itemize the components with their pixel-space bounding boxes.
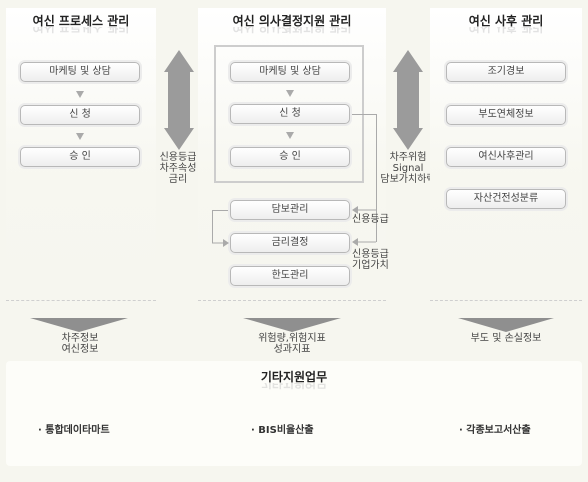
after-panel: 여신 사후 관리 여신 사후 관리 조기경보 부도연체정보 여신사후관리 자산건… bbox=[430, 8, 582, 291]
support-item-label: 각종보고서산출 bbox=[466, 425, 531, 436]
arrow-left-icon bbox=[352, 238, 376, 246]
side-label-credit-grade: 신용등급 bbox=[352, 214, 389, 225]
process-panel: 여신 프로세스 관리 여신 프로세스 관리 마케팅 및 상담 신 청 승 인 bbox=[6, 8, 156, 291]
decision-box-marketing[interactable]: 마케팅 및 상담 bbox=[230, 62, 350, 82]
bullet-icon: · bbox=[38, 425, 46, 436]
arrow-left-icon bbox=[352, 206, 376, 214]
process-box-marketing[interactable]: 마케팅 및 상담 bbox=[20, 62, 140, 82]
after-panel-title: 여신 사후 관리 bbox=[468, 14, 544, 28]
connector-left-label: 신용등급 차주속성 금리 bbox=[159, 152, 197, 185]
output-center-label: 위험량,위험지표 성과지표 bbox=[258, 333, 326, 355]
support-item-reports[interactable]: · 각종보고서산출 bbox=[459, 421, 531, 436]
connector-right-label: 차주위험 Signal 담보가치하락 bbox=[380, 152, 436, 185]
connector-line bbox=[352, 114, 376, 115]
divider bbox=[6, 300, 156, 301]
decision-box-collateral[interactable]: 담보관리 bbox=[230, 200, 350, 220]
decision-box-limit[interactable]: 한도관리 bbox=[230, 266, 350, 286]
after-box-asset-class[interactable]: 자산건전성분류 bbox=[446, 189, 566, 209]
double-arrow-left-icon bbox=[164, 50, 194, 150]
down-arrow-icon bbox=[286, 132, 294, 139]
connector-line bbox=[212, 210, 213, 243]
after-box-default-info[interactable]: 부도연체정보 bbox=[446, 105, 566, 125]
down-wide-arrow-icon bbox=[458, 318, 554, 332]
support-panel-title-reflection: 기타지원업무 bbox=[260, 383, 328, 390]
connector-line bbox=[376, 114, 377, 242]
process-panel-title-reflection: 여신 프로세스 관리 bbox=[32, 27, 130, 34]
process-box-approve[interactable]: 승 인 bbox=[20, 147, 140, 167]
support-item-datamart[interactable]: · 통합데이타마트 bbox=[38, 421, 110, 436]
process-panel-title: 여신 프로세스 관리 bbox=[32, 14, 130, 28]
after-panel-title-reflection: 여신 사후 관리 bbox=[468, 27, 544, 34]
divider bbox=[198, 300, 386, 301]
decision-panel-title: 여신 의사결정지원 관리 bbox=[232, 14, 352, 28]
support-item-bis[interactable]: · BIS비율산출 bbox=[251, 421, 314, 436]
support-panel-title: 기타지원업무 bbox=[260, 370, 328, 384]
down-wide-arrow-icon bbox=[30, 318, 128, 332]
arrow-right-icon bbox=[212, 239, 229, 247]
support-item-label: 통합데이타마트 bbox=[45, 425, 110, 436]
down-arrow-icon bbox=[76, 133, 84, 140]
support-item-label: BIS비율산출 bbox=[258, 425, 314, 436]
side-label-credit-value: 신용등급 기업가치 bbox=[352, 249, 389, 271]
output-left-label: 차주정보 여신정보 bbox=[61, 333, 99, 355]
double-arrow-right-icon bbox=[393, 50, 423, 150]
decision-box-approve[interactable]: 승 인 bbox=[230, 147, 350, 167]
down-arrow-icon bbox=[76, 91, 84, 98]
bullet-icon: · bbox=[459, 425, 467, 436]
output-right-label: 부도 및 손실정보 bbox=[470, 333, 542, 344]
divider bbox=[430, 300, 582, 301]
connector-line bbox=[212, 210, 228, 211]
support-panel: 기타지원업무 기타지원업무 · 통합데이타마트 · BIS비율산출 · 각종보고… bbox=[6, 361, 582, 466]
after-box-post-mgmt[interactable]: 여신사후관리 bbox=[446, 147, 566, 167]
down-wide-arrow-icon bbox=[243, 318, 341, 332]
bullet-icon: · bbox=[251, 425, 259, 436]
decision-box-interest[interactable]: 금리결정 bbox=[230, 233, 350, 253]
decision-box-apply[interactable]: 신 청 bbox=[230, 104, 350, 124]
decision-panel-title-reflection: 여신 의사결정지원 관리 bbox=[232, 27, 352, 34]
process-box-apply[interactable]: 신 청 bbox=[20, 105, 140, 125]
after-box-early-warning[interactable]: 조기경보 bbox=[446, 62, 566, 82]
down-arrow-icon bbox=[286, 90, 294, 97]
